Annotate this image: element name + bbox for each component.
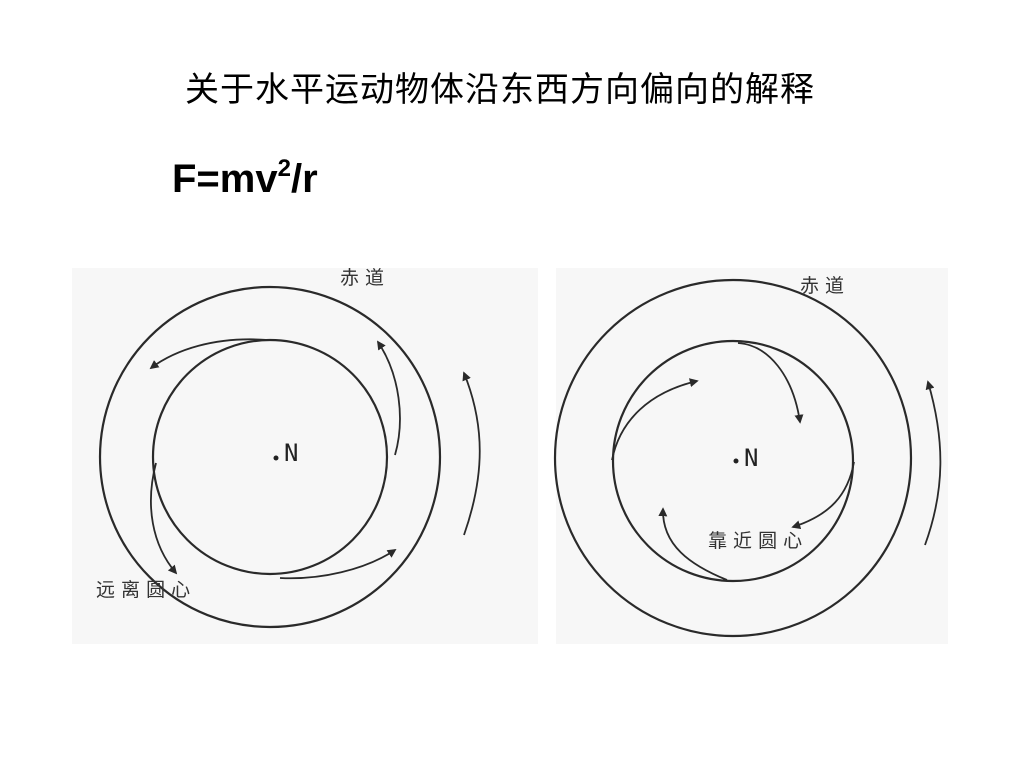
left-arrow-left <box>150 462 178 575</box>
right-equator-circle <box>553 278 913 638</box>
left-equator-label: 赤 道 <box>340 267 384 289</box>
left-pole-label: N <box>284 439 298 467</box>
left-panel-bg <box>72 268 538 644</box>
left-pole-dot <box>273 455 279 461</box>
right-equator-label: 赤 道 <box>800 275 844 297</box>
right-diagram: N 赤 道 靠 近 圆 心 <box>553 268 948 644</box>
right-arrow-top <box>737 342 804 424</box>
left-annotation: 远 离 圆 心 <box>96 579 190 601</box>
left-arrow-bottom <box>279 549 397 580</box>
formula-exponent: 2 <box>277 155 291 182</box>
left-equator-circle <box>98 285 442 629</box>
right-annotation: 靠 近 圆 心 <box>708 530 802 552</box>
left-arrow-top <box>149 338 269 370</box>
left-diagram: N 赤 道 远 离 圆 心 <box>72 267 538 644</box>
page-title: 关于水平运动物体沿东西方向偏向的解释 <box>185 70 815 110</box>
left-arrow-right <box>377 340 401 456</box>
formula-lhs: F=mv <box>172 157 278 201</box>
right-panel-bg <box>556 268 948 644</box>
formula: F=mv2/r <box>172 155 318 202</box>
right-inner-circle <box>611 339 855 583</box>
right-arrow-left <box>611 378 699 461</box>
right-arrow-right <box>791 461 855 530</box>
right-arrow-bottom <box>658 507 728 581</box>
right-pole-dot <box>733 458 739 464</box>
right-rotation-arrow <box>924 380 942 546</box>
right-pole-label: N <box>744 444 758 472</box>
left-rotation-arrow <box>462 371 481 536</box>
formula-rhs: /r <box>290 157 318 201</box>
left-inner-circle <box>151 338 389 576</box>
